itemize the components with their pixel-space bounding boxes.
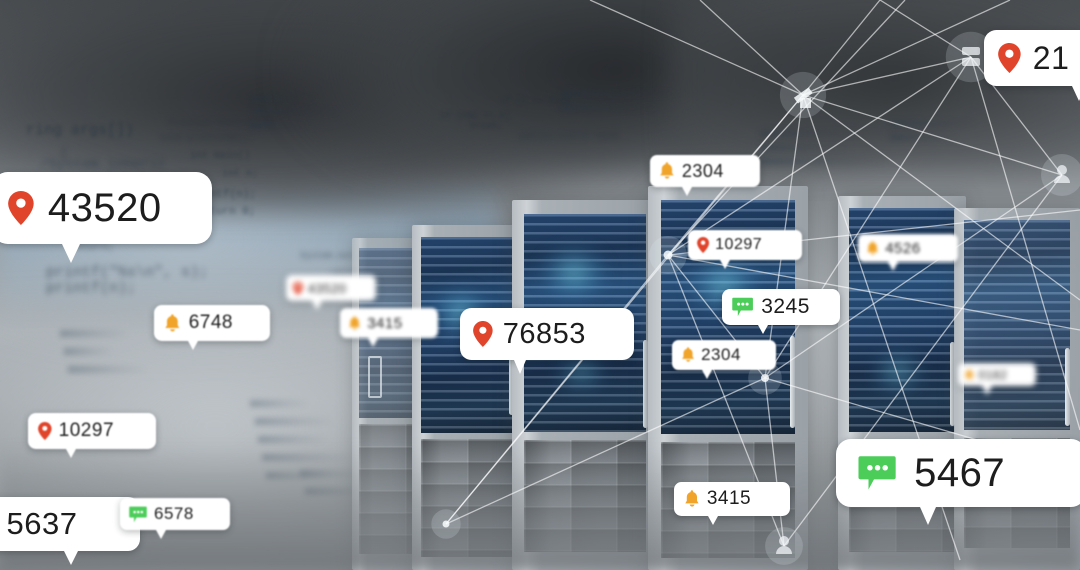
- network-edge: [970, 56, 1080, 431]
- badge-value: 6578: [154, 504, 194, 523]
- badge-tail: [720, 260, 730, 269]
- location-pin-icon: [38, 422, 52, 440]
- bell-icon: [685, 490, 699, 507]
- badge-4526[interactable]: 4526: [858, 234, 958, 271]
- badge-tail: [682, 187, 692, 196]
- badge-value: 4526: [885, 239, 921, 257]
- badge-value: 5467: [914, 450, 1006, 495]
- network-edge: [802, 0, 881, 96]
- badge-21-clipped[interactable]: 21: [984, 30, 1080, 101]
- badge-5467[interactable]: 5467: [836, 439, 1080, 525]
- chat-bubble-icon: [129, 506, 147, 522]
- badge-2304-top[interactable]: 2304: [650, 155, 760, 196]
- badge-2304-mid[interactable]: 2304: [672, 340, 776, 379]
- network-edge: [445, 254, 669, 525]
- network-edge: [802, 56, 972, 96]
- network-edge: [445, 377, 766, 525]
- badge-value: 3415: [706, 488, 752, 509]
- network-edge: [764, 377, 785, 547]
- badge-tail: [62, 244, 80, 263]
- bell-icon: [964, 368, 974, 380]
- network-node-hub-icon: [431, 509, 461, 539]
- badge-tail: [188, 341, 198, 350]
- network-node-server-icon: [945, 31, 997, 83]
- badge-value: 6748: [188, 312, 233, 333]
- badge-3415-left[interactable]: 3415: [340, 308, 438, 347]
- bell-icon: [660, 162, 674, 179]
- badge-value: 10297: [715, 236, 763, 253]
- location-pin-icon: [998, 43, 1021, 73]
- badge-value: 5637: [6, 506, 78, 541]
- badge-6748[interactable]: 6748: [154, 305, 270, 350]
- badge-tail: [66, 449, 76, 458]
- badge-value: 2304: [701, 345, 741, 364]
- bell-icon: [349, 315, 361, 330]
- badge-tail: [702, 370, 712, 379]
- network-edge: [802, 0, 1011, 96]
- network-node-satellite-icon: [779, 71, 827, 119]
- badge-3415-bottom[interactable]: 3415: [674, 482, 790, 525]
- badge-value: 10297: [58, 420, 115, 441]
- badge-value: 76853: [502, 317, 586, 350]
- badge-tail: [758, 325, 768, 334]
- badge-0182[interactable]: 0182: [958, 363, 1036, 395]
- badge-tail: [982, 386, 992, 395]
- network-edge: [667, 56, 972, 256]
- network-edge: [802, 94, 1080, 301]
- badge-tail: [1072, 86, 1080, 101]
- network-node-hub-icon: [649, 236, 687, 274]
- badge-43520-small[interactable]: 43520: [286, 275, 376, 310]
- badge-10297-right[interactable]: 10297: [688, 230, 802, 269]
- badge-10297-left[interactable]: 10297: [28, 413, 156, 458]
- badge-value: 2304: [681, 160, 724, 181]
- network-edge: [783, 174, 1063, 547]
- badge-tail: [312, 301, 322, 310]
- badge-tail: [920, 507, 936, 525]
- network-edge: [879, 0, 972, 58]
- network-node-user-icon: [1041, 154, 1080, 196]
- badge-value: 43520: [47, 185, 162, 230]
- badge-tail: [888, 262, 898, 271]
- badge-5637[interactable]: 5637: [0, 497, 140, 565]
- chat-bubble-icon: [732, 297, 753, 317]
- badge-tail: [368, 338, 378, 347]
- network-edge: [589, 0, 804, 96]
- bell-icon: [165, 313, 180, 331]
- badge-value: 43520: [307, 280, 347, 296]
- network-edge: [802, 94, 1063, 176]
- badge-tail: [514, 360, 526, 374]
- badge-76853[interactable]: 76853: [460, 308, 634, 374]
- network-edge: [699, 0, 804, 96]
- badge-6578[interactable]: 6578: [120, 498, 230, 539]
- chat-bubble-icon: [858, 456, 896, 490]
- location-pin-icon: [293, 281, 303, 295]
- network-node-user-icon: [765, 527, 803, 565]
- location-pin-icon: [697, 237, 710, 253]
- location-pin-icon: [8, 191, 34, 225]
- badge-value: 3245: [761, 295, 810, 318]
- bell-icon: [682, 347, 694, 362]
- badge-tail: [708, 516, 718, 525]
- network-edge: [764, 174, 1063, 379]
- badge-value: 3415: [367, 314, 403, 332]
- badge-3245[interactable]: 3245: [722, 289, 840, 334]
- location-pin-icon: [473, 321, 493, 347]
- network-edge: [667, 254, 1080, 331]
- network-edge: [667, 0, 906, 256]
- bell-icon: [867, 240, 879, 255]
- badge-43520-main[interactable]: 43520: [0, 172, 212, 263]
- badge-value: 0182: [978, 367, 1008, 382]
- badge-value: 21: [1032, 39, 1070, 76]
- badge-tail: [64, 551, 78, 565]
- badge-tail: [156, 530, 166, 539]
